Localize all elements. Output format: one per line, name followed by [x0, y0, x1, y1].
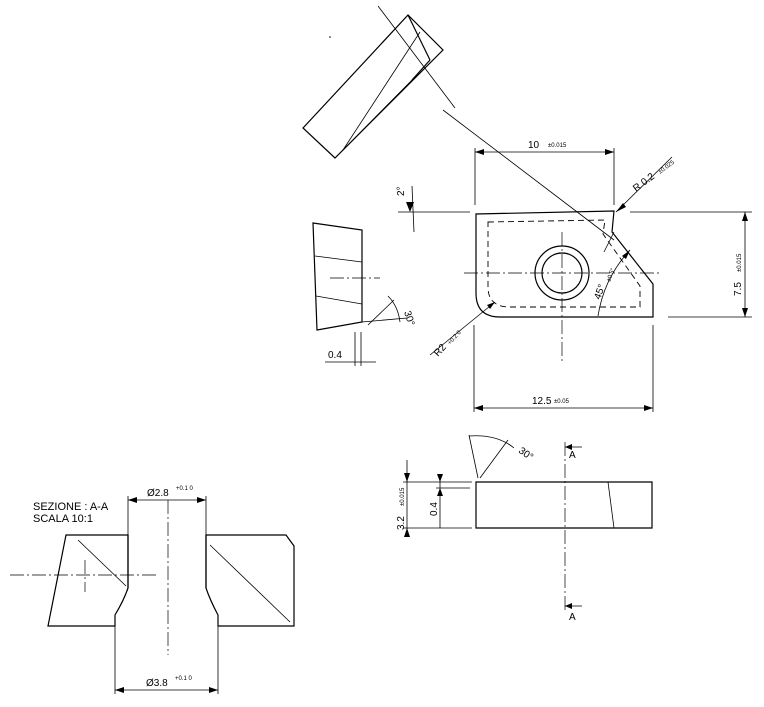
dim-angle-30-left-label: 30° — [401, 310, 416, 328]
dim-angle-45-tol: ±0.5° — [606, 267, 617, 283]
side-view-bottom: A A 30° 3.2 ±0.015 0.4 — [396, 434, 653, 623]
dim-angle-2: 2° — [396, 185, 470, 233]
section-mark-bottom: A — [569, 612, 576, 623]
side-view-left: 30° 0.4 — [312, 222, 416, 366]
hole-bottom-tol: +0.1 0 — [175, 676, 193, 682]
hole-bottom-label: Ø3.8 — [146, 678, 168, 689]
hole-top-tol: +0.1 0 — [176, 486, 194, 492]
dim-offset-04-side-label: 0.4 — [429, 502, 440, 516]
dim-radius-bottom: R2 +0.2 0 — [429, 301, 496, 359]
dim-height-75-tol: ±0.015 — [737, 253, 743, 272]
section-scale: SCALA 10:1 — [33, 513, 93, 525]
dim-radius-corner: R 0.2 ±0.025 — [615, 156, 676, 213]
section-title: SEZIONE : A-A — [33, 501, 109, 513]
dim-offset-04-left-label: 0.4 — [328, 350, 342, 361]
hole-top-label: Ø2.8 — [147, 488, 169, 499]
dim-width-125-label: 12.5 — [532, 396, 552, 407]
dim-thickness-tol: ±0.015 — [400, 487, 406, 506]
section-mark-top: A — [569, 450, 576, 461]
dim-height-75-label: 7.5 — [733, 282, 744, 296]
dim-angle-45-label: 45° — [592, 283, 608, 301]
dim-radius-bottom-tol: +0.2 0 — [447, 329, 463, 346]
dim-width-10-label: 10 — [528, 140, 540, 151]
dim-width-125-tol: ±0.05 — [554, 399, 570, 405]
dim-width-10: 10 ±0.015 — [474, 140, 615, 205]
isometric-view — [302, 5, 456, 159]
section-aa: SEZIONE : A-A SCALA 10:1 Ø2.8 +0.1 0 Ø3.… — [10, 486, 295, 694]
dim-width-125: 12.5 ±0.05 — [473, 325, 654, 412]
stray-dot — [329, 36, 331, 38]
dim-angle-2-label: 2° — [396, 186, 407, 196]
dim-height-75: 7.5 ±0.015 — [630, 211, 752, 318]
dim-width-10-tol: ±0.015 — [548, 143, 567, 149]
dim-angle-45: 45° ±0.5° — [592, 249, 631, 317]
dim-thickness-label: 3.2 — [396, 516, 407, 530]
dim-angle-30-bottom-label: 30° — [516, 445, 535, 463]
main-view-outline — [442, 109, 662, 362]
dim-radius-corner-label: R 0.2 — [631, 171, 657, 194]
dim-radius-bottom-label: R2 — [432, 342, 449, 359]
